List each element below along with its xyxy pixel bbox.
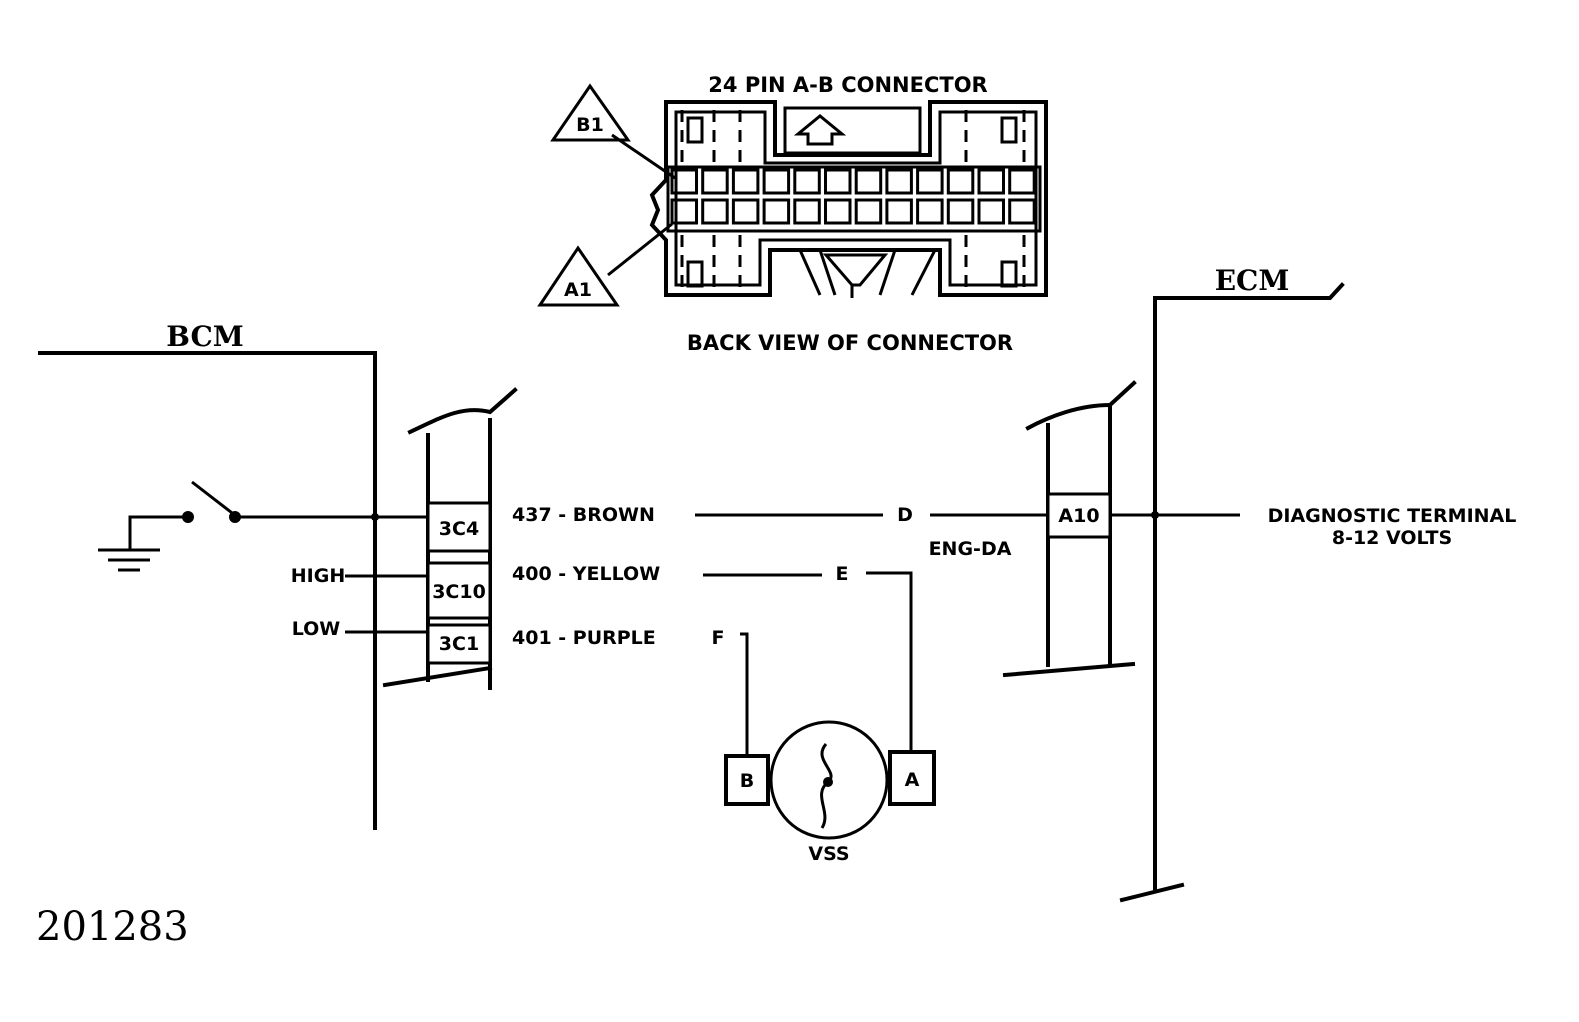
pin-grid <box>670 168 1036 225</box>
latch-slot-icon <box>1000 116 1018 144</box>
splice-dot <box>371 513 379 521</box>
connector-pin-cell <box>793 198 821 225</box>
latch-slot-icon <box>686 260 704 288</box>
bcm-terminal-3c1-label: 3C1 <box>439 633 479 655</box>
latch-slot-icon <box>1000 260 1018 288</box>
connector-pin-cell <box>1008 198 1036 225</box>
wire-437-label: 437 - BROWN <box>512 504 655 526</box>
ground-lead <box>128 515 188 550</box>
ecm-terminal-a10 <box>1046 492 1112 539</box>
splice-dot <box>1151 511 1159 519</box>
eng-da-label: ENG-DA <box>929 538 1012 560</box>
vss-pin-a <box>888 750 936 806</box>
connector-pin-cell <box>1008 168 1036 195</box>
connector-pin-cell <box>762 198 791 225</box>
bcm-boundary <box>38 351 377 830</box>
callout-b1-leader <box>611 133 676 180</box>
diagnostic-line1: DIAGNOSTIC TERMINAL <box>1268 505 1517 527</box>
pin-grid-frame <box>666 165 1042 233</box>
bcm-low-label: LOW <box>292 618 341 640</box>
connector-pin-cell <box>793 168 821 195</box>
connector-pin-cell <box>854 198 883 225</box>
bcm-module: BCM 3C4 3C10 3C1 HIGH LOW <box>38 320 518 830</box>
callout-b1-triangle <box>550 83 631 142</box>
wires: 437 - BROWN D 400 - YELLOW E 401 - PURPL… <box>512 504 1050 758</box>
connector-pin-cell <box>916 168 944 195</box>
connector-caption: BACK VIEW OF CONNECTOR <box>687 331 1013 355</box>
connector-pin-cell <box>731 198 760 225</box>
bcm-terminal-3c10 <box>426 561 492 620</box>
wire-401-label: 401 - PURPLE <box>512 627 656 649</box>
vss-pin-b-label: B <box>740 770 754 792</box>
ecm-connector-bottom-break <box>1002 661 1136 678</box>
connector-graphic: 24 PIN A-B CONNECTOR B1 <box>537 73 1048 355</box>
ecm-terminal-a10-label: A10 <box>1058 505 1099 527</box>
connector-pin-cell <box>885 168 913 195</box>
callout-a1-label: A1 <box>564 279 592 301</box>
wire-401-pin: F <box>712 627 725 649</box>
connector-pin-cell <box>670 168 698 195</box>
connector-pin-cell <box>731 168 760 195</box>
bcm-terminal-3c1 <box>426 623 492 665</box>
callout-b1-label: B1 <box>576 114 604 136</box>
connector-title: 24 PIN A-B CONNECTOR <box>708 73 987 97</box>
wire-400-to-vss <box>866 571 913 752</box>
connector-pin-cell <box>824 168 852 195</box>
connector-key-box <box>783 106 922 155</box>
connector-pin-cell <box>854 168 883 195</box>
ecm-boundary <box>1153 282 1345 890</box>
bcm-high-label: HIGH <box>291 565 345 587</box>
switch-arm-icon <box>191 480 237 518</box>
ecm-module: ECM A10 DIAGNOSTIC TERMINAL 8-12 VOLTS <box>1002 264 1517 903</box>
wire-400-label: 400 - YELLOW <box>512 563 660 585</box>
latch-slot-icon <box>686 116 704 144</box>
vss-sensor: B A VSS <box>724 720 936 865</box>
connector-pin-cell <box>916 198 944 225</box>
connector-pin-cell <box>946 168 975 195</box>
figure-number: 201283 <box>36 904 189 950</box>
diagnostic-line2: 8-12 VOLTS <box>1332 527 1452 549</box>
connector-pin-cell <box>977 198 1005 225</box>
connector-pin-cell <box>885 198 913 225</box>
bcm-connector-bottom-break <box>382 665 493 688</box>
ecm-label: ECM <box>1215 264 1290 297</box>
connector-body <box>649 100 1048 297</box>
vss-pin-b <box>724 754 770 806</box>
bcm-terminal-3c4-label: 3C4 <box>439 518 479 540</box>
connector-pin-cell <box>977 168 1005 195</box>
connector-pin-cell <box>701 168 729 195</box>
vss-pivot-icon <box>823 777 833 787</box>
connector-pin-cell <box>762 168 791 195</box>
switch-contact-icon <box>182 511 194 523</box>
vss-label: VSS <box>808 843 849 865</box>
connector-pin-cell <box>670 198 698 225</box>
ecm-bottom-break <box>1119 882 1185 903</box>
ground-icon <box>98 548 160 572</box>
callout-a1-leader <box>607 222 673 277</box>
connector-arrow-icon <box>793 114 847 146</box>
connector-pin-cell <box>701 198 729 225</box>
ecm-connector-top-break <box>1025 380 1137 431</box>
vss-body <box>769 720 889 840</box>
vss-pin-a-label: A <box>905 769 920 791</box>
bcm-connector-top-break <box>407 387 518 435</box>
bcm-label: BCM <box>166 320 243 353</box>
connector-pin-cell <box>946 198 975 225</box>
callout-a1-triangle <box>537 245 620 307</box>
bcm-terminal-3c4 <box>426 501 492 553</box>
strain-relief <box>775 248 937 296</box>
strain-relief-wedge <box>822 253 889 287</box>
bcm-terminal-3c10-label: 3C10 <box>432 581 486 603</box>
wire-400-pin: E <box>836 563 849 585</box>
connector-inner-outline <box>674 110 1038 287</box>
wire-401-to-vss <box>740 632 749 758</box>
wire-437-pin: D <box>897 504 913 526</box>
connector-pin-cell <box>824 198 852 225</box>
